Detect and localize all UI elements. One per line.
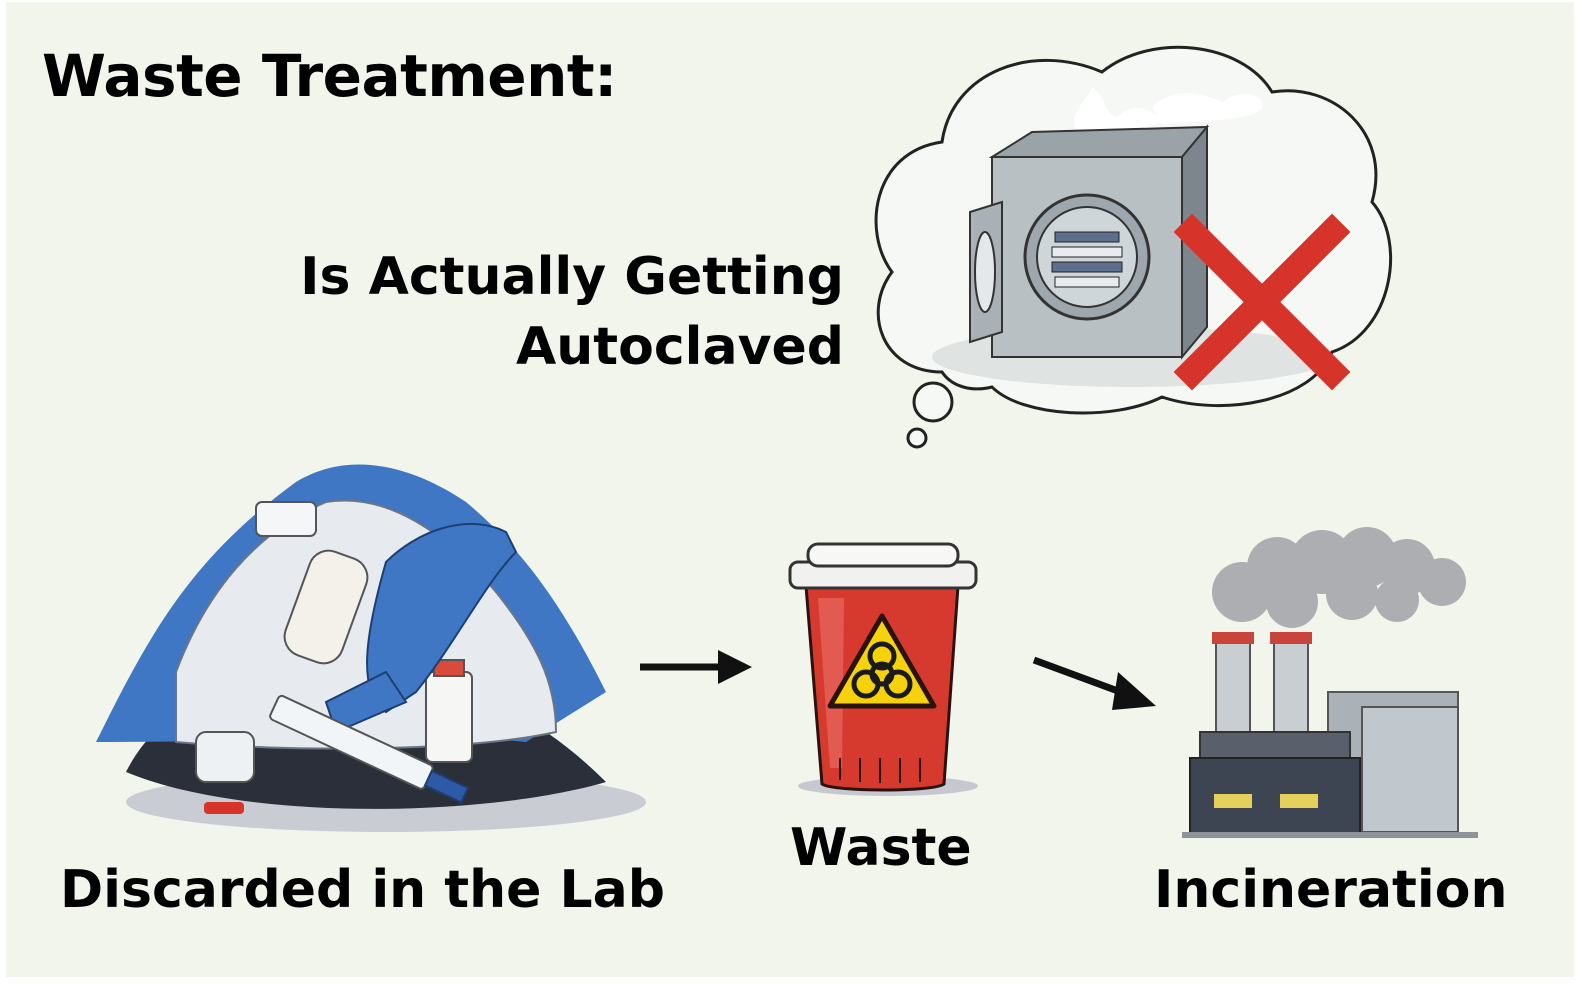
- factory-ground: [1182, 832, 1478, 838]
- biohazard-sign-icon: [827, 613, 937, 709]
- step-label-incineration: Incineration: [1154, 860, 1508, 920]
- thought-bubble-dot-small: [906, 427, 928, 449]
- chimney-right-cap: [1270, 632, 1312, 644]
- autoclave-steam: [1074, 87, 1162, 137]
- syringe-icon: [269, 694, 470, 804]
- chimney-right: [1273, 637, 1309, 739]
- main-building-roof: [1199, 731, 1351, 761]
- bottle-3: [195, 731, 255, 783]
- window-1: [1214, 794, 1252, 808]
- step-label-waste: Waste: [790, 818, 972, 878]
- autoclave-steam-trail: [1152, 93, 1263, 124]
- thought-caption-line-2: Autoclaved: [516, 317, 844, 377]
- biohazard-bin-icon: [788, 542, 978, 796]
- bin-lid-top: [806, 542, 960, 568]
- page-title: Waste Treatment:: [42, 42, 617, 110]
- autoclave-rack-1: [1054, 231, 1120, 243]
- bottle-2: [425, 671, 473, 763]
- autoclave-rack-3: [1051, 261, 1123, 273]
- thought-bubble: [874, 45, 1393, 449]
- lab-waste-pile-icon: [96, 464, 646, 832]
- chimney-left: [1215, 637, 1251, 739]
- tube-1: [283, 549, 369, 665]
- red-tip: [204, 802, 244, 814]
- bin-bottom-ribs: [839, 758, 921, 783]
- diagram-canvas: Waste Treatment: Is Actually Getting Aut…: [6, 2, 1574, 977]
- smoke-cloud: [1212, 527, 1466, 628]
- incinerator-factory-icon: [1182, 527, 1478, 838]
- thought-caption-line-1: Is Actually Getting: [300, 247, 844, 307]
- thought-bubble-dot-large: [912, 381, 954, 423]
- autoclave-door-window: [974, 231, 996, 313]
- autoclave-rack-2: [1051, 246, 1123, 258]
- tank-building-front: [1361, 706, 1459, 833]
- bin-highlight: [818, 598, 844, 768]
- bottle-1: [255, 501, 317, 537]
- window-2: [1280, 794, 1318, 808]
- arrow-right-icon: [640, 650, 752, 684]
- autoclave-rack-4: [1054, 276, 1120, 288]
- cross-icon: [1173, 213, 1351, 391]
- glove-icon: [324, 523, 518, 734]
- thought-caption: Is Actually Getting Autoclaved: [300, 242, 844, 382]
- step-label-discarded: Discarded in the Lab: [60, 860, 665, 920]
- chimney-left-cap: [1212, 632, 1254, 644]
- arrow-down-right-icon: [1032, 656, 1156, 710]
- autoclave-icon: [969, 87, 1263, 360]
